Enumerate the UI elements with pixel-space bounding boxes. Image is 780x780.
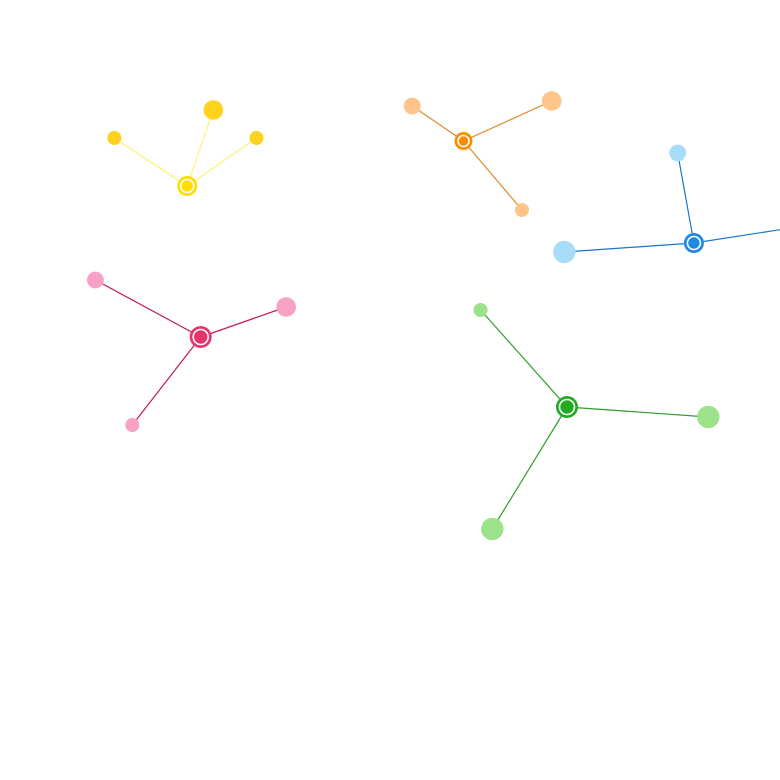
- edge-orange-0: [411, 105, 464, 142]
- center-node-pink-ring: [192, 328, 209, 346]
- edge-orange-1: [463, 100, 552, 142]
- node-yellow-2-circle: [249, 131, 264, 145]
- node-yellow-0[interactable]: [203, 100, 224, 120]
- center-node-yellow[interactable]: [177, 176, 198, 196]
- node-blue-2-circle: [553, 240, 576, 264]
- node-blue-0[interactable]: [669, 144, 687, 162]
- node-green-0-circle: [473, 303, 488, 317]
- node-green-1-circle: [697, 405, 720, 429]
- edge-orange-2: [463, 140, 523, 211]
- node-orange-2-circle: [515, 203, 529, 217]
- edge-green-2: [491, 406, 568, 530]
- node-pink-1[interactable]: [276, 297, 297, 317]
- edge-pink-0: [95, 279, 201, 338]
- node-blue-0-circle: [669, 144, 687, 162]
- node-orange-0-circle: [403, 97, 421, 115]
- node-layer: [87, 91, 720, 541]
- node-orange-1[interactable]: [541, 91, 562, 111]
- edge-blue-2: [564, 242, 694, 253]
- node-green-1[interactable]: [697, 405, 720, 429]
- node-pink-0-circle: [87, 271, 104, 289]
- edge-blue-0: [677, 152, 695, 244]
- edge-green-1: [566, 406, 709, 418]
- edge-green-0: [480, 309, 568, 408]
- node-pink-2[interactable]: [125, 418, 140, 432]
- center-node-orange[interactable]: [454, 132, 473, 150]
- node-yellow-0-circle: [203, 100, 224, 120]
- edge-yellow-1: [113, 137, 188, 187]
- node-yellow-1-circle: [107, 131, 122, 145]
- edge-pink-2: [131, 336, 202, 426]
- center-node-green[interactable]: [556, 396, 578, 418]
- node-orange-1-circle: [541, 91, 562, 111]
- node-orange-2[interactable]: [515, 203, 529, 217]
- node-yellow-1[interactable]: [107, 131, 122, 145]
- center-node-yellow-ring: [179, 178, 195, 194]
- center-node-pink[interactable]: [189, 326, 212, 348]
- center-node-orange-ring: [457, 134, 470, 148]
- center-node-blue-ring: [686, 235, 702, 251]
- node-pink-1-circle: [276, 297, 297, 317]
- node-orange-0[interactable]: [403, 97, 421, 115]
- node-green-2-circle: [481, 517, 504, 541]
- edge-yellow-0: [186, 109, 214, 187]
- edge-yellow-2: [186, 137, 257, 187]
- edge-blue-1: [693, 229, 780, 244]
- node-yellow-2[interactable]: [249, 131, 264, 145]
- edge-layer: [95, 100, 780, 530]
- center-node-blue[interactable]: [683, 233, 704, 253]
- node-pink-0[interactable]: [87, 271, 104, 289]
- node-green-0[interactable]: [473, 303, 488, 317]
- node-blue-2[interactable]: [553, 240, 576, 264]
- edge-pink-1: [200, 306, 287, 338]
- center-node-green-ring: [558, 398, 576, 416]
- node-pink-2-circle: [125, 418, 140, 432]
- node-green-2[interactable]: [481, 517, 504, 541]
- center-node-orange-outer: [454, 132, 473, 150]
